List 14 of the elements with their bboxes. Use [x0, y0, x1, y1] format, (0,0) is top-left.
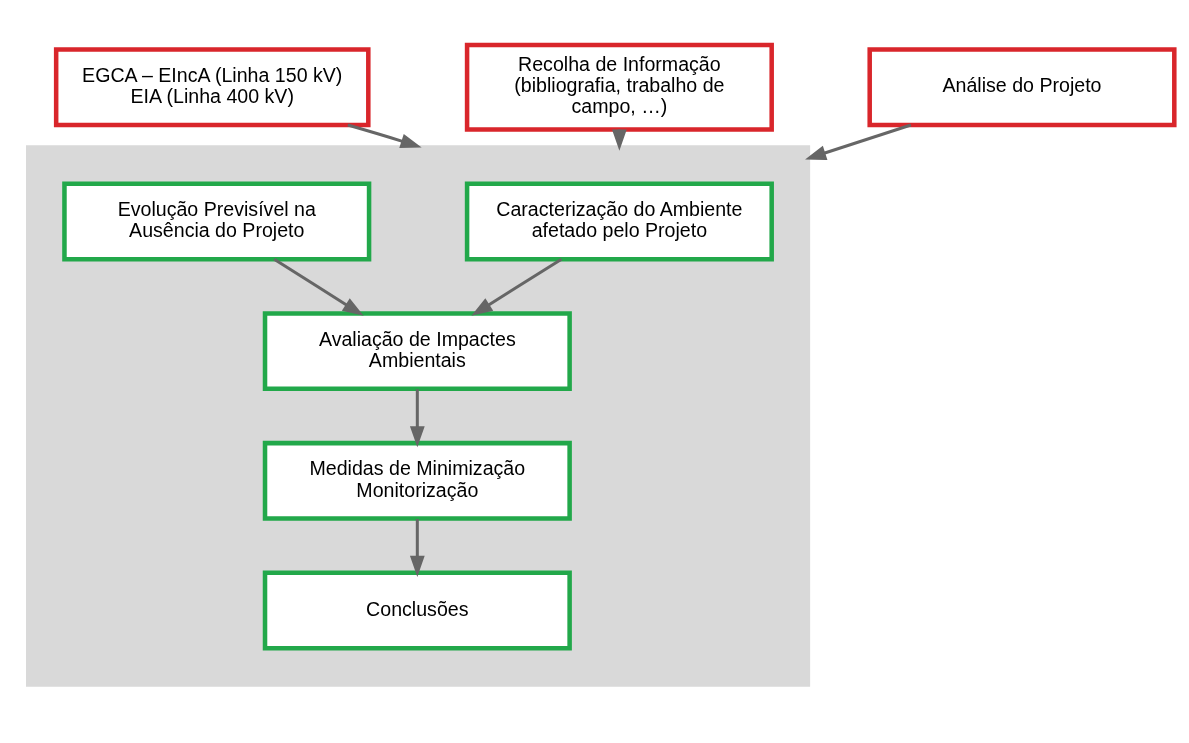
node-box: Análise do Projeto	[867, 47, 1177, 128]
arrow	[409, 519, 425, 577]
node-box: Evolução Previsível na Ausência do Projeto	[62, 181, 372, 262]
node-box: Medidas de Minimização Monitorização	[262, 440, 572, 521]
node-box: Avaliação de Impactes Ambientais	[262, 311, 572, 392]
arrow	[471, 258, 563, 316]
arrow	[805, 123, 912, 160]
node-box: EGCA – EIncA (Linha 150 kV) EIA (Linha 400 kV)	[53, 47, 371, 128]
node-box: Conclusões	[262, 570, 572, 651]
arrow	[347, 123, 422, 149]
arrow	[409, 389, 425, 448]
node-box: Caracterização do Ambiente afetado pelo Projeto	[464, 181, 774, 262]
arrow	[273, 258, 364, 316]
cluster	[26, 145, 811, 687]
